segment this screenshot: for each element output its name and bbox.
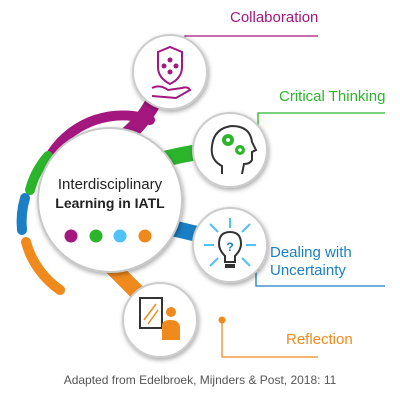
node-uncertainty: ? [192, 207, 268, 283]
center-title-line2: Learning in IATL [55, 195, 165, 211]
center-dots [64, 229, 152, 243]
ring-arc-left-green [25, 151, 53, 195]
leader-lines [184, 35, 385, 358]
label-dealing-line1: Dealing with [270, 244, 352, 261]
leader-dot-reflection [218, 316, 226, 324]
center-dot-lightblue [113, 229, 127, 243]
label-collaboration: Collaboration [230, 9, 319, 26]
node-collaboration [132, 34, 208, 110]
ring-arc-left-blue [16, 193, 30, 235]
center-title: Interdisciplinary Learning in IATL [40, 176, 180, 212]
center-dot-green [89, 229, 103, 243]
node-critical-thinking [192, 112, 268, 188]
node-reflection [122, 282, 198, 358]
leader-uncertainty [255, 268, 385, 287]
center-dot-orange [138, 229, 152, 243]
center-dot-magenta [64, 229, 78, 243]
svg-text:?: ? [226, 240, 233, 254]
lightbulb-question-icon: ? [204, 218, 256, 268]
center-title-line1: Interdisciplinary [57, 176, 163, 193]
source-caption: Adapted from Edelbroek, Mijnders & Post,… [63, 373, 337, 387]
label-dealing-with-uncertainty: Dealing with Uncertainty [270, 244, 352, 280]
ring-arc-left-orange [21, 237, 65, 295]
hand-holding-people-shield-icon [151, 45, 192, 100]
label-dealing-line2: Uncertainty [270, 262, 346, 279]
head-with-gears-icon [210, 124, 258, 175]
leader-critical-thinking [257, 112, 385, 132]
person-mirror-icon [139, 297, 180, 340]
label-reflection: Reflection [286, 331, 353, 348]
leader-reflection [221, 320, 318, 358]
label-critical-thinking: Critical Thinking [279, 88, 386, 105]
